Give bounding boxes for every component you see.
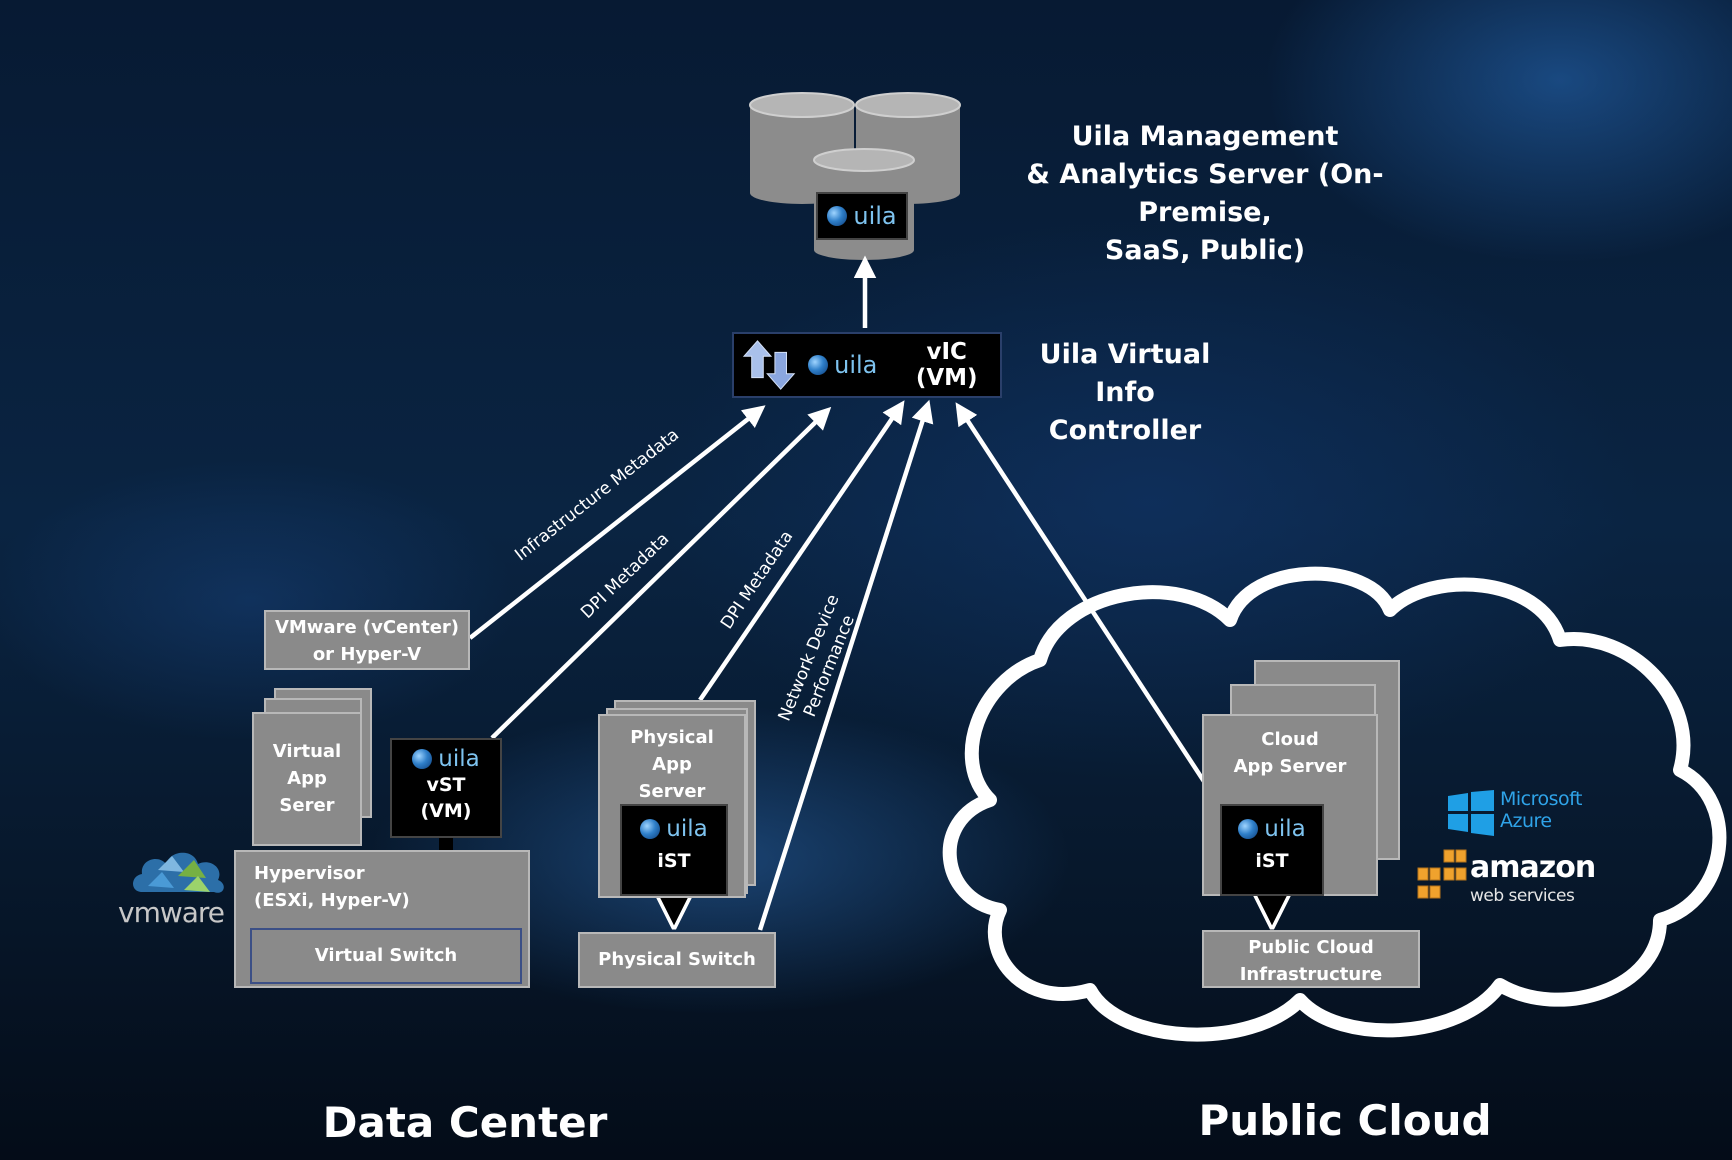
vic-title: Uila Virtual Info Controller (1010, 336, 1240, 450)
mgmt-uila-badge: uila (816, 192, 908, 240)
vic-label: vIC (VM) (915, 339, 978, 391)
vmware-line2: or Hyper-V (312, 644, 422, 665)
mgmt-title-line3: SaaS, Public) (1104, 235, 1306, 266)
vic-title-line2: Controller (1048, 415, 1202, 446)
vmware-vcenter-box: VMware (vCenter) or Hyper-V (264, 610, 470, 670)
hypervisor-line2: (ESXi, Hyper-V) (254, 890, 410, 911)
vapp-line2: App (287, 768, 327, 789)
vst-brand: uila (438, 746, 480, 772)
mgmt-title-line1: Uila Management (1071, 121, 1339, 152)
public-cloud-infra-box: Public Cloud Infrastructure (1202, 930, 1420, 988)
vst-line2: (VM) (420, 800, 472, 822)
virtual-app-server-box: Virtual App Serer (252, 712, 362, 846)
vst-line1: vST (426, 774, 466, 796)
aws-line2: web services (1470, 886, 1575, 906)
data-center-heading: Data Center (322, 1098, 608, 1147)
cloud-ist-box: uila iST (1220, 804, 1324, 896)
cloud-line2: App Server (1233, 756, 1347, 777)
vic-title-line1: Uila Virtual Info (1039, 339, 1211, 408)
database-icon (749, 92, 961, 260)
cloud-ist-brand: uila (1264, 816, 1306, 842)
hypervisor-line1: Hypervisor (254, 863, 365, 884)
arrow-vst-to-vic (490, 406, 832, 740)
arrow-cloud-to-vic (955, 402, 1230, 820)
uila-globe-icon (412, 749, 433, 769)
mgmt-brand: uila (853, 202, 897, 230)
infra-line2: Infrastructure (1239, 964, 1383, 985)
windows-icon (1448, 790, 1494, 836)
vic-brand: uila (834, 351, 878, 379)
phys-ist-box: uila iST (620, 804, 728, 896)
physical-switch-box: Physical Switch (578, 932, 776, 988)
phys-ist-label: iST (657, 850, 691, 872)
azure-line1: Microsoft (1500, 788, 1582, 810)
cloud-ist-label: iST (1255, 850, 1289, 872)
cloud-line1: Cloud (1261, 729, 1319, 750)
uila-globe-icon (827, 206, 848, 226)
mgmt-title: Uila Management & Analytics Server (On-P… (960, 118, 1450, 270)
arrow-phys-to-vic (698, 400, 905, 702)
phys-line1: Physical (630, 727, 714, 748)
azure-line2: Azure (1500, 810, 1552, 832)
uila-globe-icon (1238, 819, 1259, 839)
aws-logo: amazon web services (1416, 848, 1596, 910)
aws-cubes-icon (1417, 849, 1467, 899)
vst-box: uila vST (VM) (390, 738, 502, 838)
public-cloud-heading: Public Cloud (1198, 1096, 1492, 1145)
uila-globe-icon (808, 355, 829, 375)
transfer-arrows-icon (742, 340, 796, 390)
vmware-cloud-icon (133, 852, 224, 893)
phys-ist-brand: uila (666, 816, 708, 842)
public-cloud-shape (942, 566, 1727, 1042)
mgmt-title-line2: & Analytics Server (On-Premise, (1026, 159, 1384, 228)
virtual-switch-label: Virtual Switch (314, 945, 458, 966)
infra-line1: Public Cloud (1248, 937, 1374, 958)
arrow-vmware-to-vic (468, 405, 766, 640)
vapp-line3: Serer (279, 795, 335, 816)
azure-logo: Microsoft Azure (1448, 788, 1588, 838)
vapp-line1: Virtual (272, 741, 342, 762)
virtual-switch-box: Virtual Switch (250, 928, 522, 984)
phys-line2: App (652, 754, 692, 775)
vmware-line1: VMware (vCenter) (274, 617, 460, 638)
vmware-logo-text: vmware (118, 896, 225, 929)
phys-line3: Server (638, 781, 706, 802)
vmware-logo: vmware (118, 842, 238, 932)
aws-line1: amazon (1470, 850, 1596, 885)
uila-globe-icon (640, 819, 661, 839)
arrow-switch-to-vic (757, 399, 934, 931)
physical-switch-label: Physical Switch (598, 949, 756, 970)
vic-box: uila vIC (VM) (732, 332, 1002, 398)
